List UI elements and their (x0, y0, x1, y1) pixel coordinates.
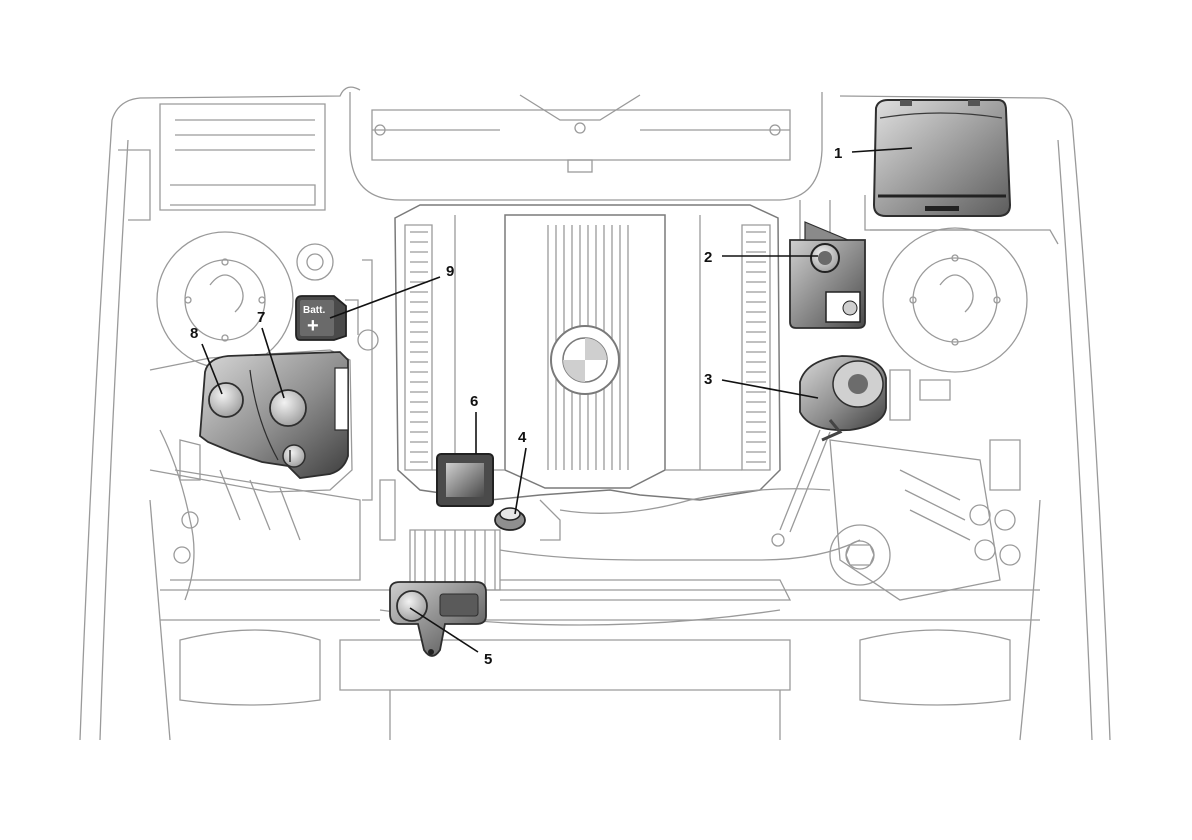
leader-line-4 (515, 448, 526, 514)
component-6-oil-filler-cap (437, 454, 493, 506)
callout-6: 6 (470, 393, 478, 410)
callout-3: 3 (704, 371, 712, 388)
callout-2: 2 (704, 249, 712, 266)
component-5-brake-fluid-reservoir (390, 582, 486, 656)
component-3-power-steering-reservoir (800, 356, 886, 440)
bmw-roundel (551, 326, 619, 394)
callout-5: 5 (484, 651, 492, 668)
component-2-expansion-tank (790, 222, 865, 328)
battery-plus-symbol: + (307, 315, 319, 337)
cover-ribs-right (746, 232, 766, 462)
callout-1: 1 (834, 145, 842, 162)
callout-8: 8 (190, 325, 198, 342)
component-7-8-housing (200, 352, 348, 478)
callout-4: 4 (518, 429, 527, 446)
component-9-battery-terminal: Batt. + (296, 296, 346, 340)
component-1-reservoir (874, 100, 1010, 216)
callout-9: 9 (446, 263, 454, 280)
callout-7: 7 (257, 309, 265, 326)
cover-ribs-left (410, 232, 428, 462)
component-4-dipstick (495, 508, 525, 530)
